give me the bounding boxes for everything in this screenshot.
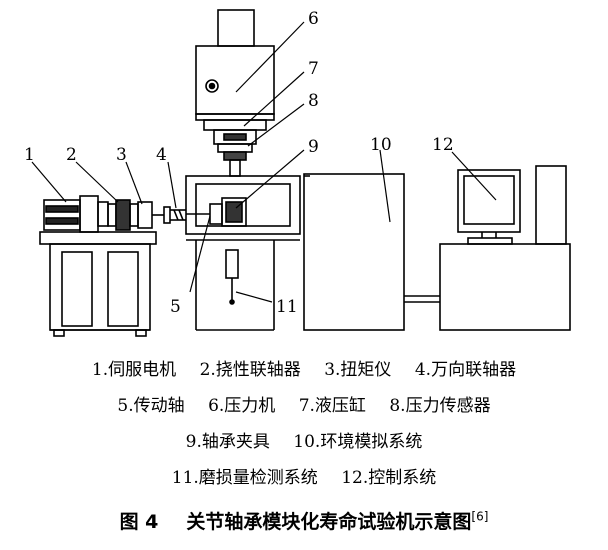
callout-2: 2 [66,145,77,165]
pressure-sensor [217,143,253,177]
legend-item: 5.传动轴 [117,396,185,416]
legend-item: 12.控制系统 [341,468,437,488]
legend-row: 5.传动轴 6.压力机 7.液压缸 8.压力传感器 [0,388,608,424]
callout-6: 6 [308,9,319,29]
callout-labels: 1 2 3 4 5 6 7 8 9 10 11 12 [24,9,454,317]
callout-8: 8 [308,91,319,111]
flexible-coupling [107,199,139,231]
callout-11: 11 [276,297,298,317]
legend-item: 7.液压缸 [298,396,366,416]
legend-item: 2.挠性联轴器 [199,360,301,380]
legend-row: 1.伺服电机 2.挠性联轴器 3.扭矩仪 4.万向联轴器 [0,352,608,388]
callout-10: 10 [370,135,392,155]
test-machine-diagram: 1 2 3 4 5 6 7 8 9 10 11 12 [24,9,571,337]
callout-4: 4 [156,145,167,165]
servo-motor [43,195,109,233]
legend-item: 10.环境模拟系统 [293,432,423,452]
legend-row: 9.轴承夹具 10.环境模拟系统 [0,424,608,460]
legend-item: 1.伺服电机 [91,360,177,380]
callout-3: 3 [116,145,127,165]
callout-7: 7 [308,59,319,79]
legend-item: 3.扭矩仪 [324,360,392,380]
legend-item: 11.磨损量检测系统 [171,468,318,488]
legend-item: 9.轴承夹具 [185,432,270,452]
callout-12: 12 [432,135,454,155]
environment-simulation-system [303,173,405,331]
control-system [439,165,571,331]
figure-reference: [6] [471,509,489,524]
callout-5: 5 [170,297,181,317]
legend-row: 11.磨损量检测系统 12.控制系统 [0,460,608,496]
drive-shaft [170,209,186,221]
legend: 1.伺服电机 2.挠性联轴器 3.扭矩仪 4.万向联轴器 5.传动轴 6.压力机… [0,352,608,496]
torque-meter [137,201,171,229]
legend-item: 4.万向联轴器 [414,360,517,380]
hydraulic-cylinder [203,119,267,145]
wear-detection [225,249,239,305]
figure-title: 关节轴承模块化寿命试验机示意图 [186,511,472,533]
legend-item: 6.压力机 [208,396,276,416]
press-machine [185,9,301,331]
left-bench [39,231,157,337]
callout-1: 1 [24,145,35,165]
callout-9: 9 [308,137,319,157]
leader-lines [31,21,497,303]
legend-item: 8.压力传感器 [389,396,491,416]
bearing-fixture [186,197,247,227]
figure-number: 图 4 [119,511,159,533]
figure-caption: 图 4 关节轴承模块化寿命试验机示意图[6] [0,507,608,534]
